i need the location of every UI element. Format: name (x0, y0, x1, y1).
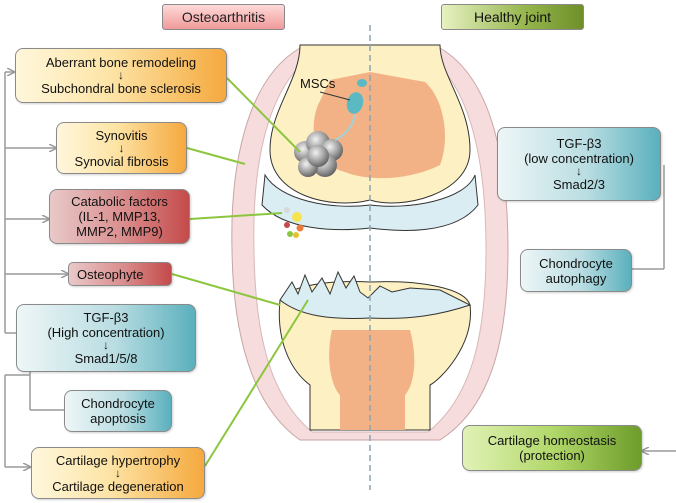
text-catabolic-list-1: (IL-1, MMP13, (78, 209, 161, 224)
mscs-label: MSCs (300, 76, 336, 91)
text-catabolic-list-2: MMP2, MMP9) (76, 224, 163, 239)
text-tgf-b3-low: TGF-β3 (556, 136, 602, 151)
box-tgf-low: TGF-β3 (low concentration) ↓ Smad2/3 (497, 127, 661, 201)
text-chondrocyte-autophagy-2: autophagy (545, 270, 607, 286)
box-cartilage-homeostasis: Cartilage homeostasis (protection) (462, 425, 642, 471)
box-tgf-high: TGF-β3 (High concentration) ↓ Smad1/5/8 (16, 304, 196, 372)
upper-cartilage (261, 173, 479, 231)
sclerosis-lesion (294, 131, 343, 177)
box-cartilage-hypertrophy: Cartilage hypertrophy ↓ Cartilage degene… (31, 447, 205, 499)
down-arrow-icon: ↓ (118, 140, 125, 155)
box-catabolic-factors: Catabolic factors (IL-1, MMP13, MMP2, MM… (49, 189, 190, 244)
text-osteophyte: Osteophyte (77, 266, 144, 282)
box-osteophyte: Osteophyte (68, 262, 172, 286)
text-tgf-b3-high: TGF-β3 (83, 310, 129, 325)
text-chondrocyte-autophagy-1: Chondrocyte (539, 255, 613, 271)
down-arrow-icon: ↓ (103, 338, 109, 352)
header-healthy-joint: Healthy joint (441, 4, 584, 30)
catabolic-dots (284, 207, 304, 238)
lower-cartilage (279, 270, 472, 319)
text-cartilage-degeneration: Cartilage degeneration (52, 478, 184, 494)
upper-marrow (313, 72, 445, 179)
down-arrow-icon: ↓ (118, 68, 124, 82)
right-connectors (632, 165, 676, 451)
down-arrow-icon: ↓ (576, 164, 582, 178)
header-osteoarthritis: Osteoarthritis (162, 4, 285, 30)
text-protection: (protection) (519, 448, 585, 463)
text-synovial-fibrosis: Synovial fibrosis (74, 153, 169, 169)
msc-cells (319, 79, 367, 141)
text-apoptosis: apoptosis (90, 411, 146, 426)
text-cartilage-hypertrophy: Cartilage hypertrophy (55, 452, 181, 468)
text-low-concentration: (low concentration) (524, 151, 634, 166)
lower-marrow (329, 330, 415, 430)
text-catabolic-factors: Catabolic factors (71, 194, 168, 209)
text-smad23: Smad2/3 (552, 177, 606, 192)
box-chondrocyte-autophagy: Chondrocyte autophagy (520, 249, 632, 292)
text-aberrant-remodeling: Aberrant bone remodeling (45, 55, 197, 70)
text-high-concentration: (High concentration) (47, 325, 165, 340)
box-chondrocyte-apoptosis: Chondrocyte apoptosis (64, 390, 172, 432)
down-arrow-icon: ↓ (115, 465, 121, 480)
box-synovitis: Synovitis ↓ Synovial fibrosis (56, 122, 187, 174)
text-smad158: Smad1/5/8 (74, 351, 138, 366)
pointer-lines (171, 77, 309, 467)
text-synovitis: Synovitis (95, 127, 148, 143)
text-subchondral-sclerosis: Subchondral bone sclerosis (41, 81, 201, 96)
text-chondrocyte: Chondrocyte (81, 396, 155, 411)
box-aberrant-remodeling: Aberrant bone remodeling ↓ Subchondral b… (15, 48, 227, 103)
text-cartilage-homeostasis: Cartilage homeostasis (487, 433, 617, 448)
